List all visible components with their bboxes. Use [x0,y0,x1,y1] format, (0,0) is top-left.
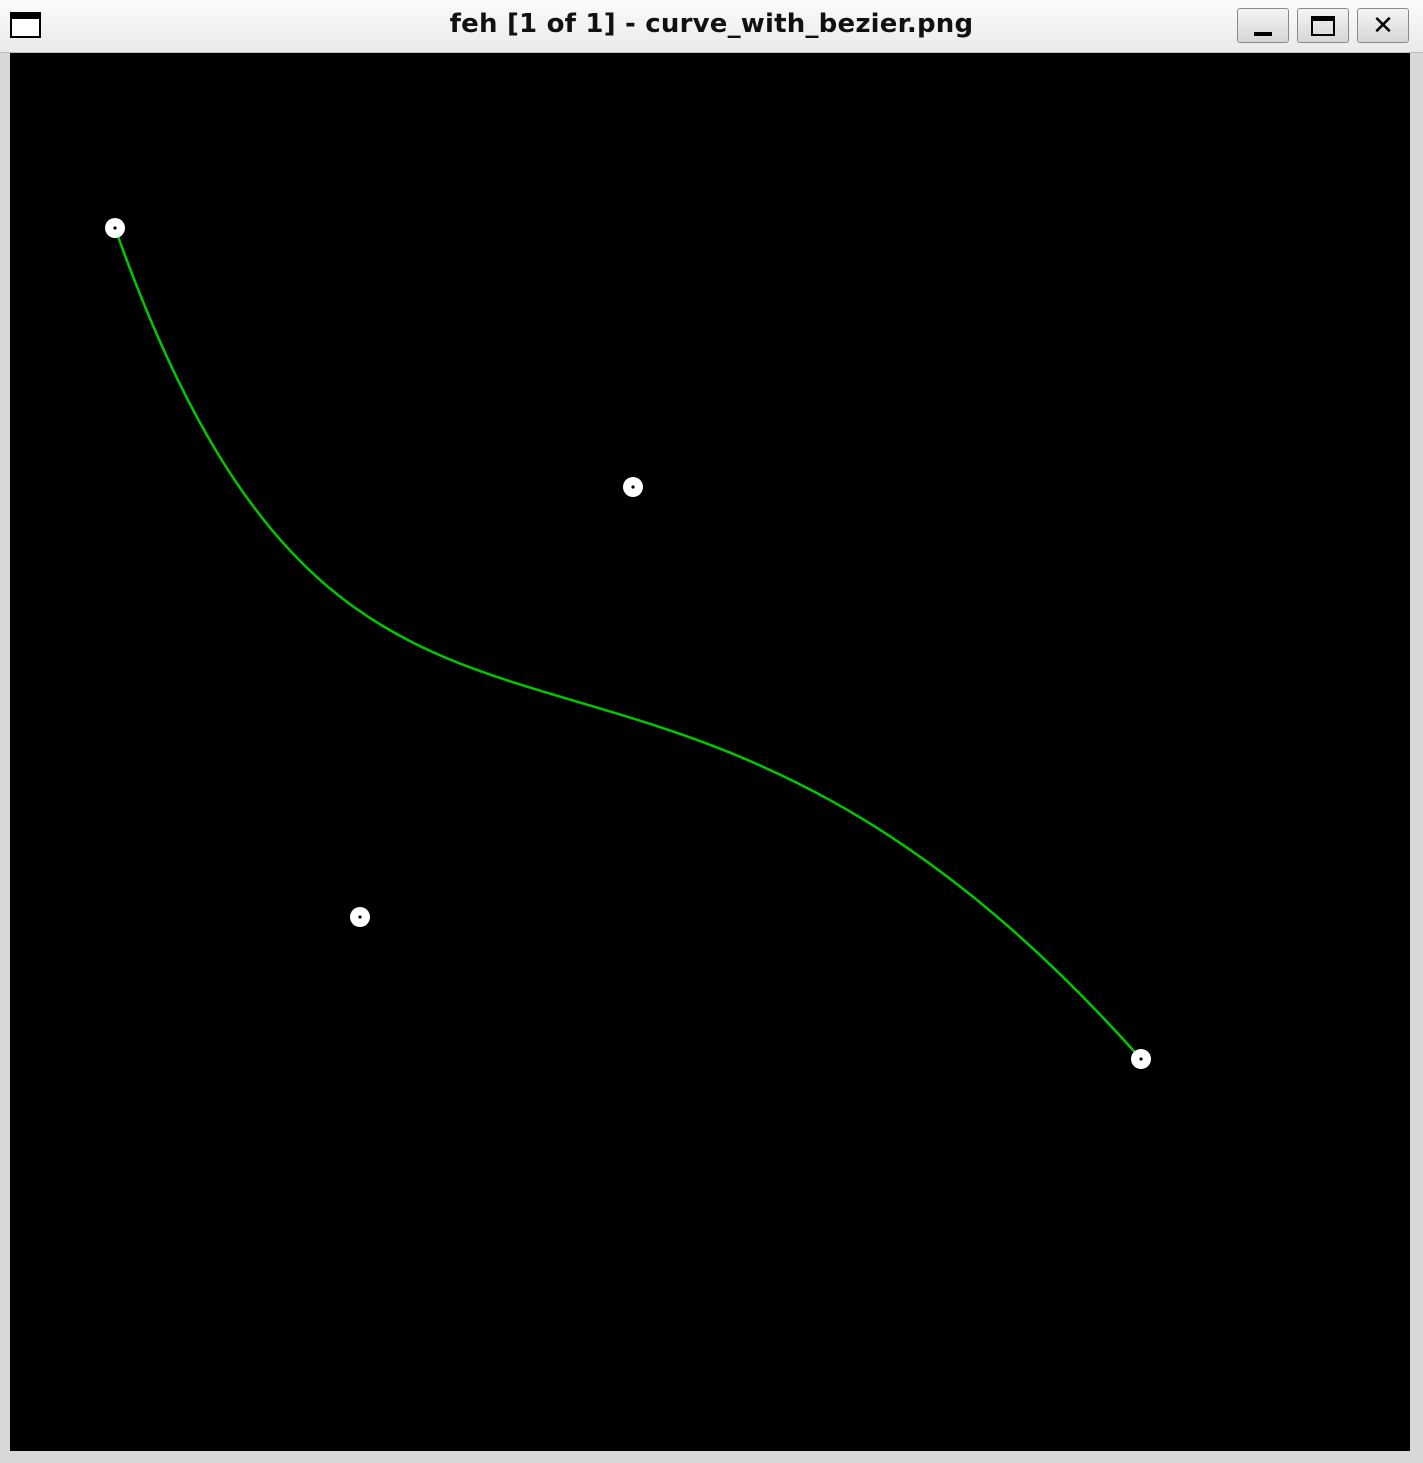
control-point-start-center [113,226,117,230]
image-viewport[interactable] [10,53,1410,1451]
window-icon[interactable] [10,12,41,38]
bezier-image [10,53,1410,1451]
minimize-button[interactable] [1237,8,1289,43]
maximize-button[interactable] [1297,8,1349,43]
image-background [10,53,1410,1451]
control-point-2-center [631,485,635,489]
window-title: feh [1 of 1] - curve_with_bezier.png [449,9,974,39]
control-point-end-center [1139,1057,1143,1061]
control-point-1-center [358,915,362,919]
bezier-curve [113,227,1142,1060]
title-bar[interactable]: feh [1 of 1] - curve_with_bezier.png ✕ [0,0,1423,53]
minimize-icon [1254,31,1272,36]
maximize-icon [1311,15,1335,36]
close-icon: ✕ [1372,10,1394,41]
close-button[interactable]: ✕ [1357,8,1409,43]
control-points [105,218,1151,1069]
